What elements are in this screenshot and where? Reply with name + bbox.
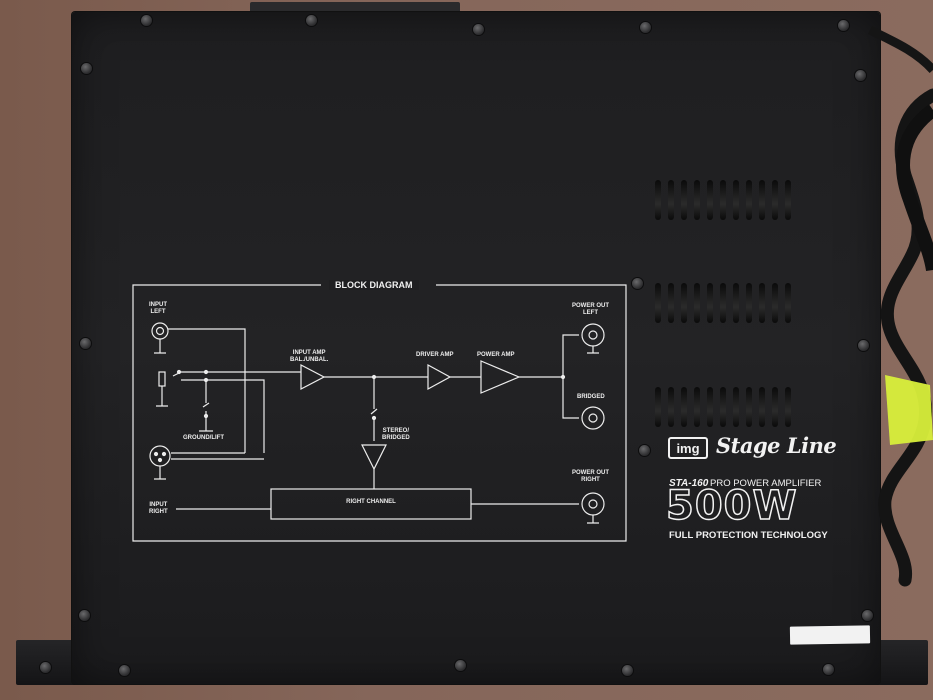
screw — [838, 20, 849, 31]
label-power-amp: POWER AMP — [477, 352, 515, 358]
diagram-title: BLOCK DIAGRAM — [329, 280, 419, 290]
screw — [632, 278, 643, 289]
block-diagram-drawing — [132, 284, 627, 542]
screw — [640, 22, 651, 33]
block-diagram: BLOCK DIAGRAM INPUT LEFT GROUND/LIFT INP… — [131, 280, 628, 543]
tagline: FULL PROTECTION TECHNOLOGY — [669, 530, 828, 541]
screw — [622, 665, 633, 676]
screw — [823, 664, 834, 675]
white-sticker — [789, 625, 871, 645]
vent-middle — [655, 283, 795, 323]
brand-name: Stage Line — [716, 433, 837, 458]
label-driver-amp: DRIVER AMP — [416, 352, 454, 358]
label-input-left: INPUT LEFT — [149, 302, 167, 315]
screw — [858, 340, 869, 351]
label-right-channel: RIGHT CHANNEL — [346, 499, 396, 505]
model-number: STA-160 — [669, 478, 709, 489]
screw — [639, 445, 650, 456]
screw — [473, 24, 484, 35]
yellow-tape — [885, 375, 933, 445]
vent-bottom — [655, 387, 795, 427]
screw — [306, 15, 317, 26]
amplifier-chassis — [72, 12, 880, 684]
screw — [79, 610, 90, 621]
label-input-right: INPUT RIGHT — [149, 502, 168, 515]
label-power-out-left: POWER OUT LEFT — [572, 303, 609, 316]
model-description: PRO POWER AMPLIFIER — [710, 478, 822, 489]
label-bridged: BRIDGED — [577, 394, 605, 400]
label-input-amp: INPUT AMP BAL./UNBAL. — [290, 350, 329, 363]
screw — [80, 338, 91, 349]
top-edge — [250, 2, 460, 14]
screw — [855, 70, 866, 81]
brand-block: img Stage Line STA-160 PRO POWER AMPLIFI… — [665, 433, 848, 547]
img-logo-text: img — [676, 441, 699, 456]
screw — [862, 610, 873, 621]
power-rating: 500W — [665, 482, 798, 530]
label-stereo-bridged: STEREO/ BRIDGED — [382, 428, 410, 441]
label-power-out-right: POWER OUT RIGHT — [572, 470, 609, 483]
vent-top — [655, 180, 795, 220]
img-logo: img — [668, 437, 708, 459]
label-ground-lift: GROUND/LIFT — [183, 435, 224, 441]
screw — [40, 662, 51, 673]
screw — [81, 63, 92, 74]
screw — [119, 665, 130, 676]
screw — [455, 660, 466, 671]
screw — [141, 15, 152, 26]
